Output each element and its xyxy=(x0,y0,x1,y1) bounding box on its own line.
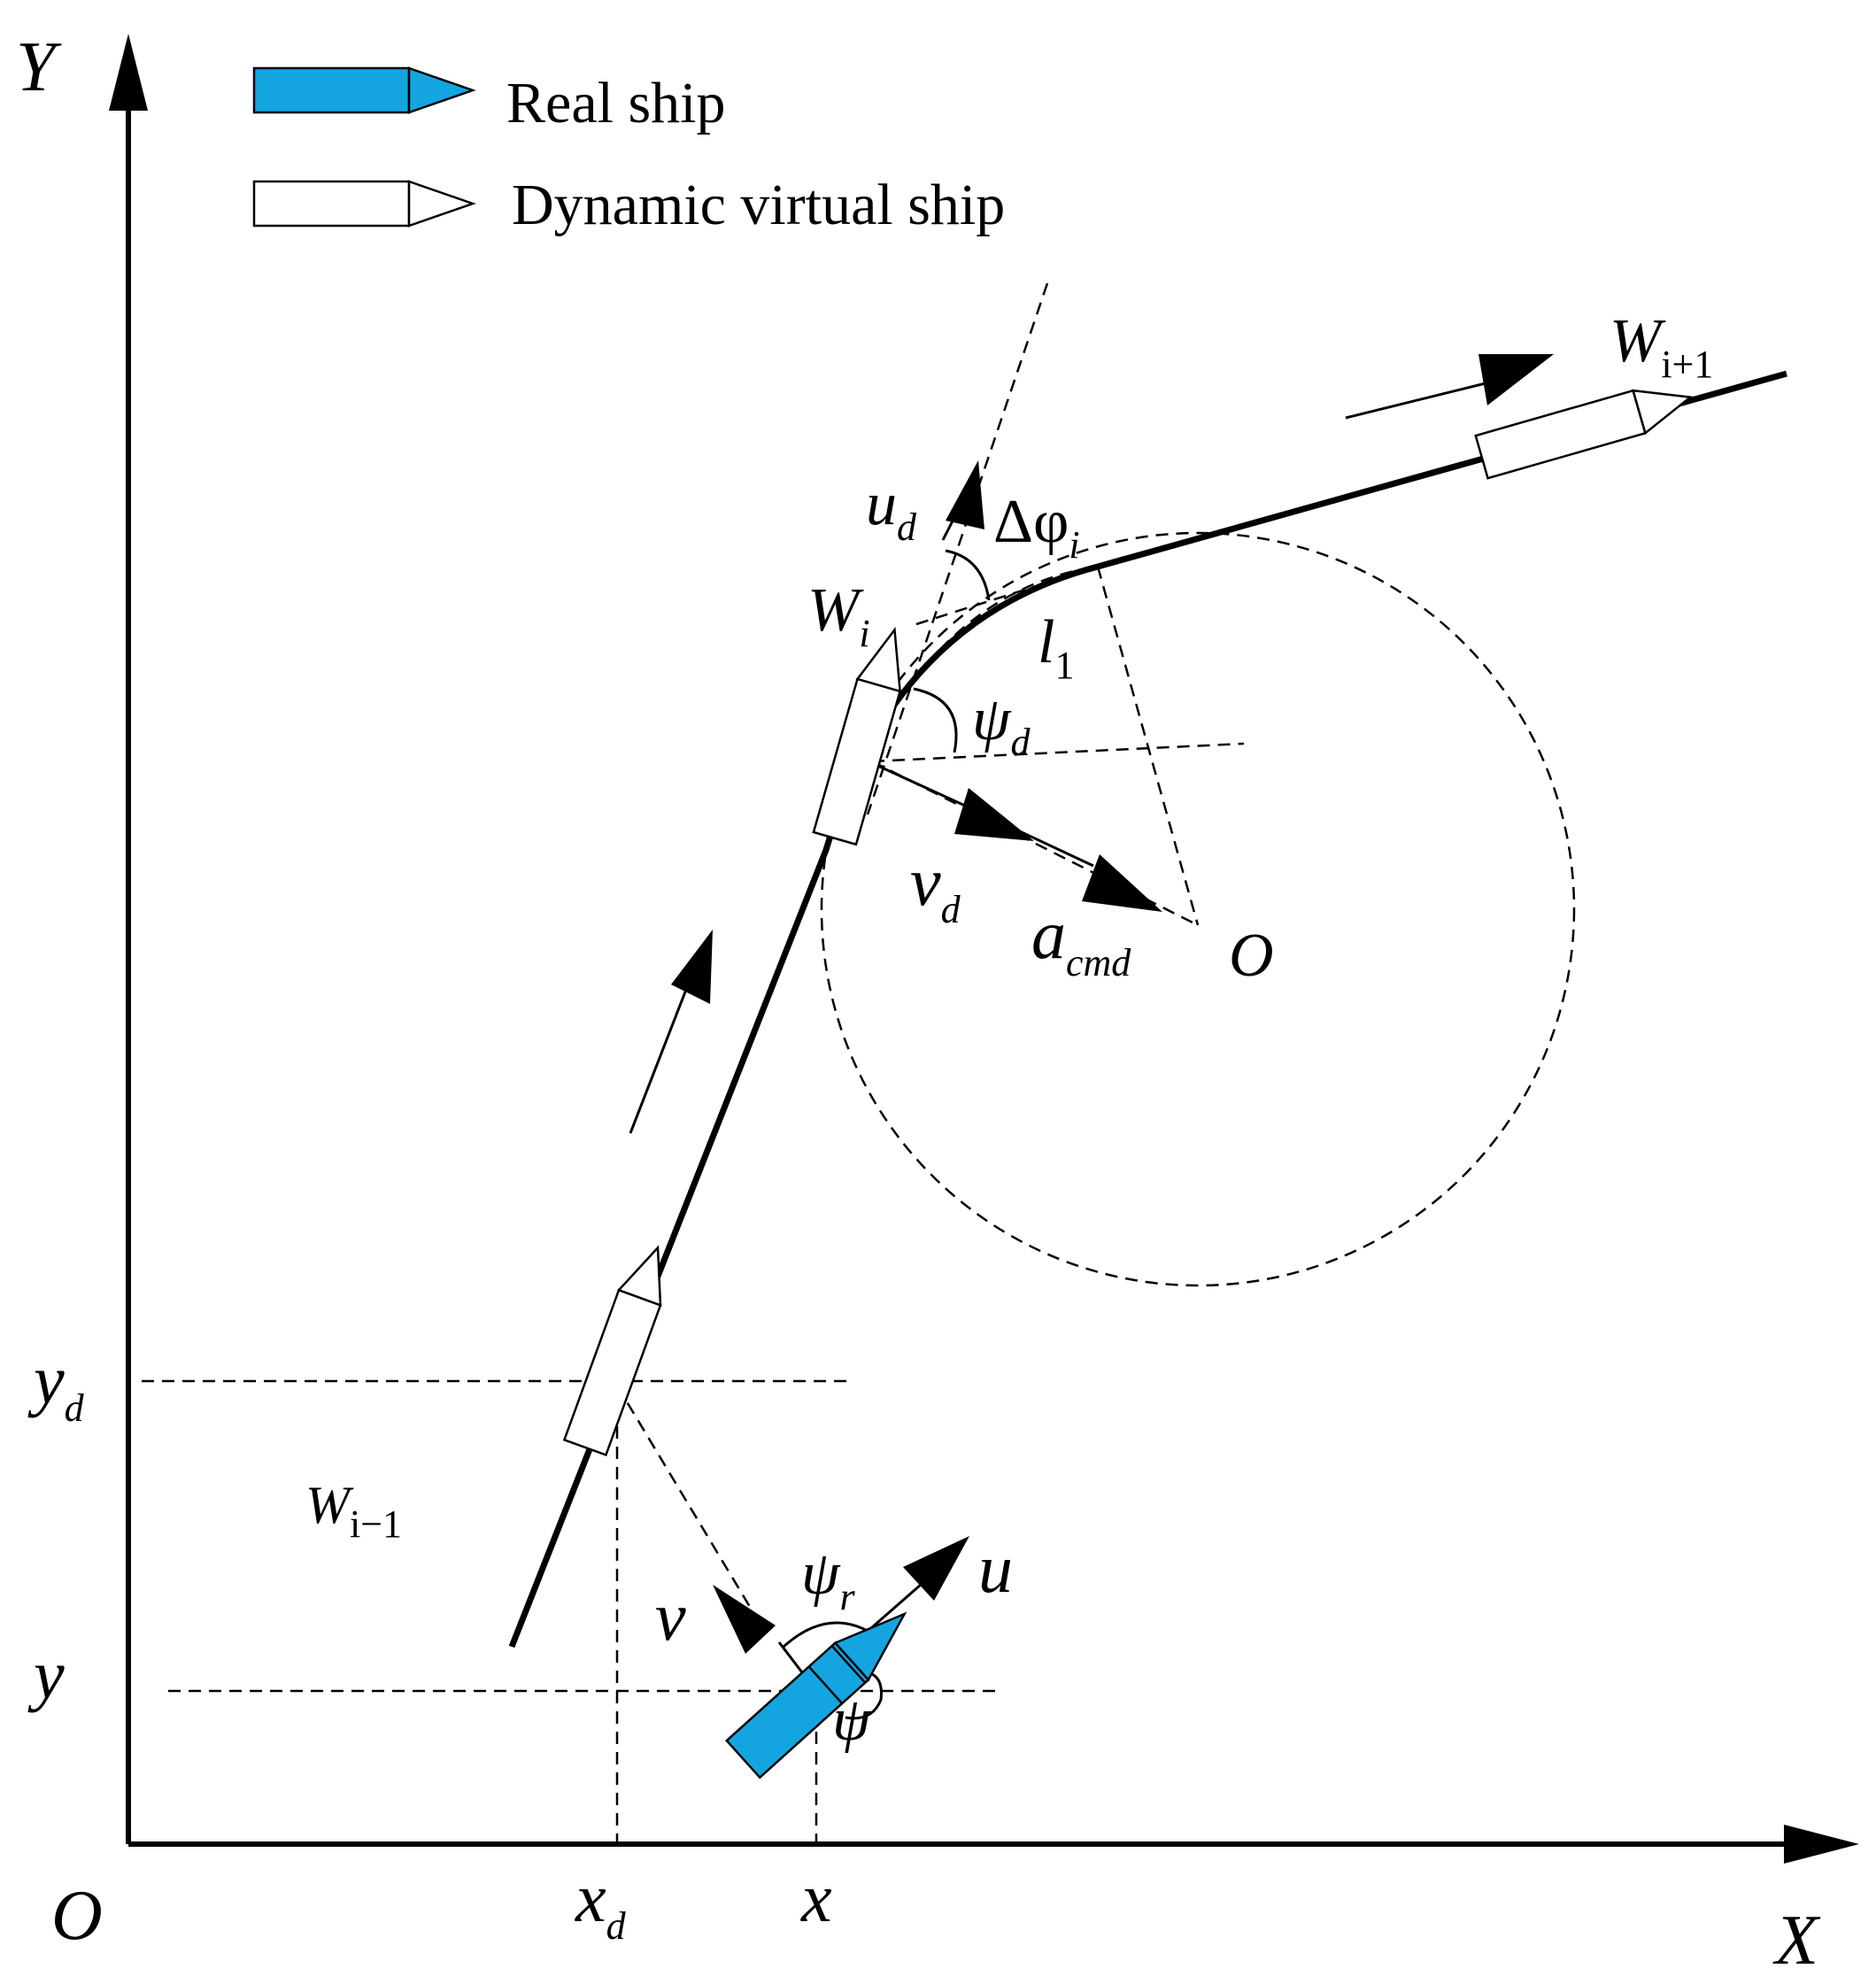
v-arrow-icon xyxy=(713,1585,776,1654)
y-axis-label: Y xyxy=(16,28,62,106)
direction-arrow-lower xyxy=(629,982,691,1134)
real-to-virtual-line xyxy=(615,1385,754,1612)
tangent-extension-line xyxy=(866,282,1049,815)
virtual-ship-upper xyxy=(1474,389,1694,480)
wi-prev-label: Wi−1 xyxy=(305,1476,402,1546)
legend: Real ship Dynamic virtual ship xyxy=(252,66,1005,237)
a-cmd-vector xyxy=(964,804,1094,868)
psi-d-reference-line xyxy=(871,742,1245,763)
desired-path xyxy=(508,370,1787,1648)
v-d-label: vd xyxy=(910,843,961,931)
virtual-ship-lower xyxy=(562,1245,662,1457)
y-label: y xyxy=(27,1636,65,1713)
psi-label: ψ xyxy=(832,1686,872,1754)
x-d-label: xd xyxy=(575,1859,627,1948)
direction-arrow-lower-icon xyxy=(671,930,713,1004)
legend-virtual-ship-label: Dynamic virtual ship xyxy=(512,173,1005,237)
psi-d-label: ψd xyxy=(972,685,1031,764)
v-d-vector xyxy=(871,761,966,807)
delta-phi-arc xyxy=(945,549,991,601)
chord-line xyxy=(915,565,1099,626)
l1-label: l1 xyxy=(1038,608,1074,687)
wi-next-label: Wi+1 xyxy=(1610,307,1713,386)
coordinate-axes: Y X O xyxy=(16,28,1859,1980)
wi-label: Wi xyxy=(807,576,870,655)
virtual-ship-at-wi xyxy=(812,627,902,846)
u-arrow-icon xyxy=(903,1536,969,1601)
u-label: u xyxy=(978,1530,1013,1607)
legend-real-ship-icon xyxy=(252,66,476,114)
y-d-label: yd xyxy=(27,1341,85,1430)
legend-virtual-ship-icon xyxy=(252,180,476,228)
x-label: x xyxy=(800,1859,832,1936)
psi-r-label: ψr xyxy=(801,1540,855,1618)
u-d-label: ud xyxy=(866,470,917,549)
direction-arrow-upper xyxy=(1345,379,1497,420)
u-d-arrow-icon xyxy=(946,460,984,529)
virtual-ship-vectors xyxy=(871,460,1162,912)
circle-center-label: O xyxy=(1229,922,1274,990)
a-cmd-label: acmd xyxy=(1031,896,1131,984)
turning-circle xyxy=(820,531,1576,1287)
y-axis-arrow-icon xyxy=(109,34,148,111)
diagram-labels: ud Δφi Wi Wi+1 Wi−1 l1 ψd vd acmd O yd y… xyxy=(27,307,1713,1948)
construction-lines xyxy=(142,282,1576,1844)
real-ship xyxy=(725,1611,907,1779)
v-label: v xyxy=(655,1578,686,1655)
legend-real-ship-label: Real ship xyxy=(506,71,725,135)
origin-label: O xyxy=(51,1877,103,1955)
delta-phi-label: Δφi xyxy=(993,488,1080,567)
a-cmd-arrow-icon xyxy=(1082,854,1162,912)
direction-arrows xyxy=(629,354,1554,1134)
psi-d-arc xyxy=(913,687,958,753)
radius-line-upper xyxy=(1096,566,1200,926)
x-axis-arrow-icon xyxy=(1784,1825,1859,1864)
psi-r-arc xyxy=(782,1621,873,1648)
x-axis-label: X xyxy=(1772,1902,1821,1980)
direction-arrow-upper-icon xyxy=(1478,354,1554,405)
path-polyline xyxy=(508,370,1787,1648)
